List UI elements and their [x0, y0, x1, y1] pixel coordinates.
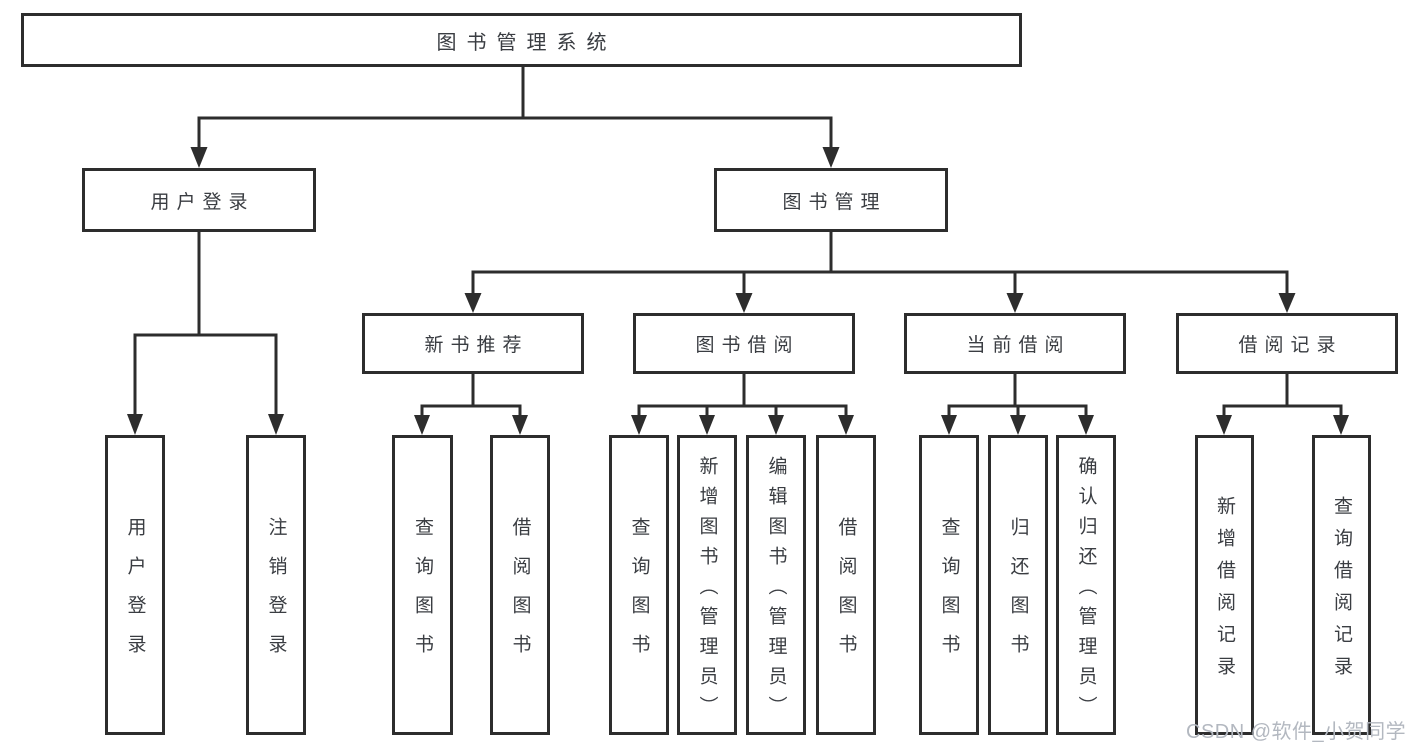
watermark: CSDN @软件_小贺同学	[1186, 721, 1405, 743]
edge-user-login-split	[127, 232, 284, 435]
node-book-borrowing: 图书借阅	[633, 313, 855, 374]
node-borrowing-records: 借阅记录	[1176, 313, 1398, 374]
edge-borrow-record-split	[1216, 374, 1349, 435]
node-label: 借阅图书	[509, 517, 531, 673]
leaf-borrow-books: 借阅图书	[816, 435, 876, 735]
node-label: 借阅记录	[1238, 335, 1343, 356]
node-label: 新书推荐	[424, 335, 529, 356]
node-label: 查询图书	[412, 517, 433, 673]
node-label: 新增借阅记录	[1214, 495, 1235, 688]
leaf-query-books-recommend: 查询图书	[392, 435, 453, 735]
node-label: 确认归还（管理员）	[1075, 455, 1097, 726]
node-label: 用户登录	[124, 517, 146, 673]
node-label: 注销登录	[265, 517, 287, 673]
node-label: 查询借阅记录	[1331, 495, 1352, 688]
leaf-borrow-books-recommend: 借阅图书	[490, 435, 550, 735]
leaf-query-borrow-record: 查询借阅记录	[1312, 435, 1371, 735]
node-label: 图书管理系统	[436, 31, 617, 54]
node-label: 新增图书（管理员）	[696, 455, 718, 726]
node-new-book-recommend: 新书推荐	[362, 313, 584, 374]
node-current-borrowing: 当前借阅	[904, 313, 1126, 374]
edge-book-management-split	[464, 232, 1296, 313]
node-label: 查询图书	[938, 517, 960, 673]
leaf-query-books-borrow: 查询图书	[609, 435, 669, 735]
leaf-add-borrow-record: 新增借阅记录	[1195, 435, 1254, 735]
node-label: 借阅图书	[835, 517, 857, 673]
node-label: 当前借阅	[966, 335, 1071, 356]
node-user-login: 用户登录	[82, 168, 316, 232]
edge-book-borrow-split	[631, 374, 854, 435]
leaf-query-books-current: 查询图书	[919, 435, 979, 735]
node-label: 用户登录	[150, 191, 255, 213]
leaf-edit-book-admin: 编辑图书（管理员）	[746, 435, 806, 735]
node-label: 图书借阅	[695, 335, 800, 356]
leaf-confirm-return-admin: 确认归还（管理员）	[1056, 435, 1116, 735]
leaf-add-book-admin: 新增图书（管理员）	[677, 435, 737, 735]
leaf-user-login: 用户登录	[105, 435, 165, 735]
leaf-return-books: 归还图书	[988, 435, 1048, 735]
edge-current-borrow-split	[941, 374, 1094, 435]
node-label: 归还图书	[1007, 517, 1029, 673]
node-label: 查询图书	[628, 517, 650, 673]
node-book-management: 图书管理	[714, 168, 948, 232]
edge-root-split	[190, 67, 840, 168]
node-root: 图书管理系统	[21, 13, 1022, 67]
node-label: 图书管理	[782, 191, 887, 213]
edge-new-book-split	[414, 374, 528, 435]
node-label: 编辑图书（管理员）	[765, 455, 787, 726]
leaf-logout: 注销登录	[246, 435, 306, 735]
